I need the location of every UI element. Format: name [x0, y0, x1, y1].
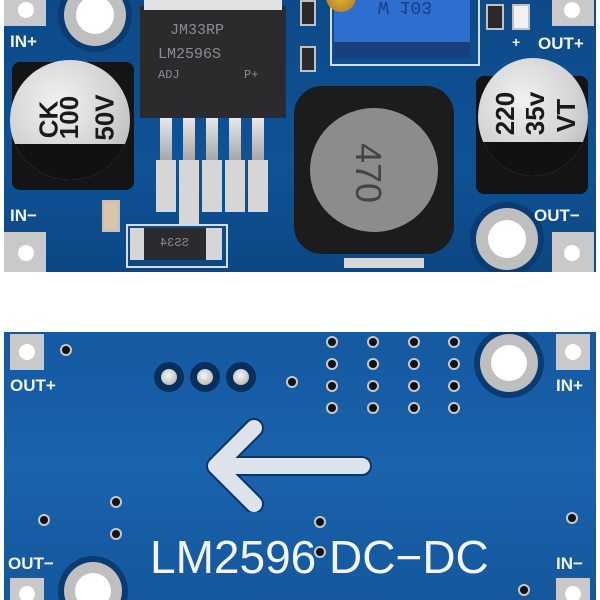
mounting-hole [64, 0, 126, 46]
solder-joint [154, 362, 184, 392]
via [328, 404, 336, 412]
label-led-plus: + [512, 34, 521, 50]
ic-pin-4 [229, 118, 241, 166]
via [450, 338, 458, 346]
potentiometer-shadow [334, 42, 470, 58]
pad-out-minus [10, 578, 44, 600]
via [410, 338, 418, 346]
ic-pad [179, 160, 199, 224]
label-out-plus: OUT+ [10, 376, 56, 395]
mounting-hole [480, 334, 538, 392]
output-capacitor-voltage: 35v [520, 91, 551, 136]
inductor-470: 470 [294, 86, 454, 254]
pad-in-plus [556, 334, 590, 370]
ic-pad [248, 160, 268, 212]
via [288, 378, 296, 386]
output-capacitor-value: 220 [490, 91, 521, 136]
ic-marking-line1: JM33RP [170, 22, 225, 39]
potentiometer-marking: W 103 [378, 0, 433, 16]
smd-capacitor [102, 200, 120, 232]
pcb-top-board: IN+ IN− OUT+ OUT− + CK 100 50V JM33RP LM… [4, 0, 596, 272]
via [112, 530, 120, 538]
label-out-minus: OUT− [534, 206, 580, 225]
via [369, 404, 377, 412]
adjust-screw-icon[interactable] [326, 0, 356, 12]
pad-out-minus [552, 232, 594, 272]
ic-pin-1 [160, 118, 172, 166]
input-capacitor-value: 100 [54, 95, 85, 140]
via [328, 382, 336, 390]
via [328, 360, 336, 368]
lm2596-regulator-ic: JM33RP LM2596S ADJ P+ [140, 6, 286, 118]
ic-pad [225, 160, 245, 212]
input-capacitor-voltage: 50V [89, 94, 120, 141]
via [369, 382, 377, 390]
diode-outline [126, 224, 228, 268]
ic-pin-3 [206, 118, 218, 166]
mounting-hole [476, 208, 538, 270]
pcb-bottom-board: OUT+ IN+ OUT− IN− LM2596 DC−DC [4, 332, 596, 600]
output-capacitor: 220 35v VT [478, 58, 588, 176]
pad-in-plus [4, 0, 46, 26]
ic-pin-5 [252, 118, 264, 166]
pad-in-minus [556, 578, 590, 600]
inductor-marking: 470 [348, 142, 390, 204]
solder-joint [226, 362, 256, 392]
via [520, 586, 528, 594]
label-in-minus: IN− [10, 206, 37, 225]
pad-out-plus [552, 0, 594, 26]
via [450, 404, 458, 412]
label-out-plus: OUT+ [538, 34, 584, 53]
ic-pad [156, 160, 176, 212]
smd-resistor [300, 0, 316, 26]
via [369, 360, 377, 368]
ss34-schottky-diode: SS34 [144, 228, 206, 260]
via [316, 548, 324, 556]
via [568, 514, 576, 522]
solder-joint [190, 362, 220, 392]
via [112, 498, 120, 506]
via [450, 382, 458, 390]
label-in-plus: IN+ [556, 376, 583, 395]
board-title: LM2596 DC−DC [150, 531, 489, 583]
inductor-pad [344, 258, 424, 268]
trim-potentiometer[interactable]: W 103 [326, 0, 470, 58]
arrow-left-icon [206, 418, 372, 512]
label-in-plus: IN+ [10, 32, 37, 51]
ic-pin-2 [183, 118, 195, 166]
via [316, 518, 324, 526]
input-capacitor: CK 100 50V [10, 60, 130, 180]
via [410, 404, 418, 412]
label-in-minus: IN− [556, 554, 583, 573]
power-led [512, 4, 530, 30]
diode-marking: SS34 [160, 236, 189, 250]
via [410, 360, 418, 368]
label-out-minus: OUT− [8, 554, 54, 573]
ic-marking-line4: P+ [244, 68, 259, 82]
output-capacitor-brand: VT [551, 98, 582, 133]
via [62, 346, 70, 354]
ic-marking-line3: ADJ [158, 68, 180, 82]
ic-pad [202, 160, 222, 212]
smd-resistor [486, 4, 504, 30]
mounting-hole [64, 562, 122, 600]
via [40, 516, 48, 524]
potentiometer-outline [330, 0, 480, 66]
via [328, 338, 336, 346]
pad-out-plus [10, 334, 44, 370]
pad-in-minus [4, 232, 46, 272]
ic-marking-line2: LM2596S [158, 46, 222, 63]
smd-resistor [300, 46, 316, 72]
via [410, 382, 418, 390]
via [369, 338, 377, 346]
ic-tab [144, 0, 282, 10]
via [450, 360, 458, 368]
